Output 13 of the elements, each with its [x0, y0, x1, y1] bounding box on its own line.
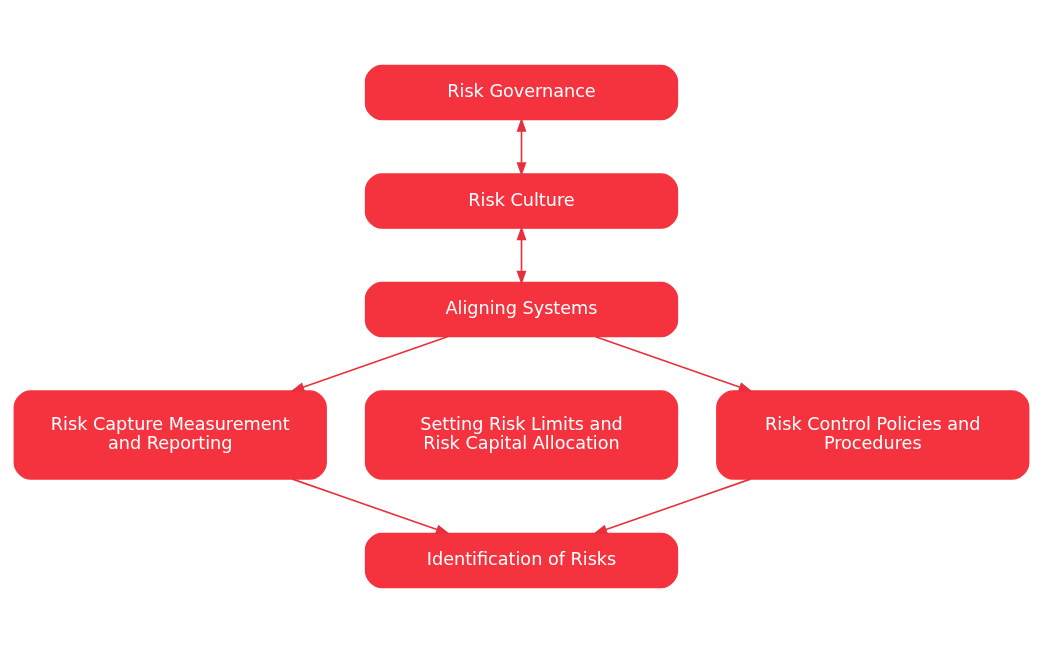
- node-box: Identification of Risks: [364, 532, 679, 589]
- arrow: [516, 226, 527, 285]
- node-box: Risk Control Policies and Procedures: [716, 390, 1030, 480]
- arrow: [516, 117, 527, 177]
- arrow: [291, 478, 450, 535]
- node-box: Aligning Systems: [364, 281, 679, 338]
- node-box: Risk Culture: [364, 173, 679, 229]
- node-box: Risk Governance: [364, 64, 679, 121]
- arrow: [593, 478, 752, 535]
- arrow: [594, 335, 753, 392]
- arrow: [290, 335, 449, 392]
- node-box: Setting Risk Limits and Risk Capital Allocation: [364, 390, 679, 480]
- node-box: Risk Capture Measurement and Reporting: [13, 390, 327, 480]
